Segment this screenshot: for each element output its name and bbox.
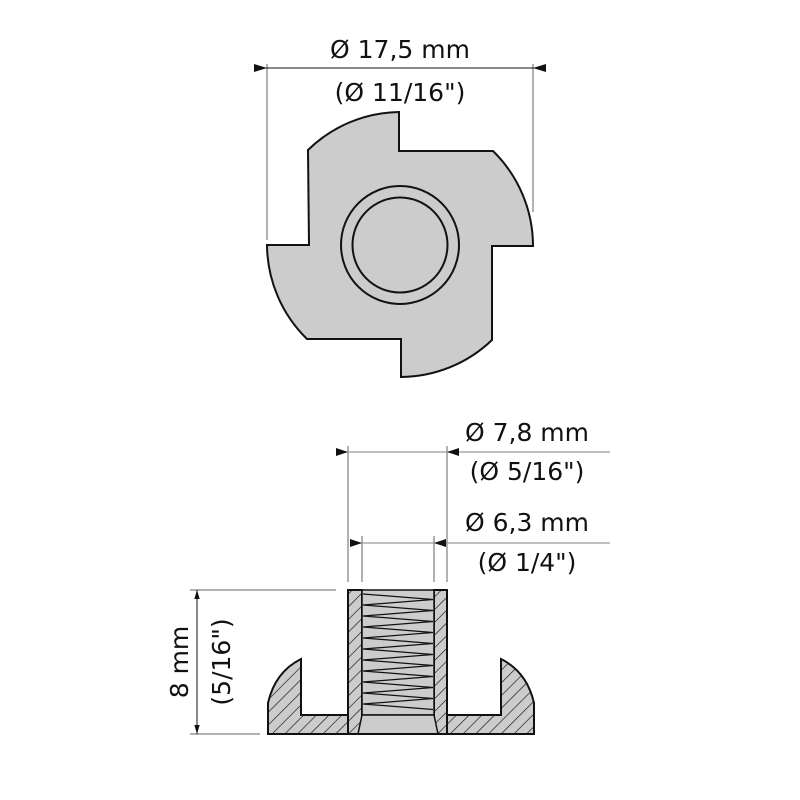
thread-lines <box>362 593 434 711</box>
arrow-icon <box>336 448 348 456</box>
flange-section <box>267 657 349 735</box>
arrow-icon <box>434 539 446 547</box>
outer-diameter-in-label: (Ø 11/16") <box>335 78 466 107</box>
bore-diameter-in-label: (Ø 1/4") <box>478 548 577 577</box>
barrel-wall-left <box>347 589 363 735</box>
bore-diameter-mm-label: Ø 6,3 mm <box>465 508 589 537</box>
bore-circle <box>351 196 449 294</box>
arrow-icon <box>254 64 267 72</box>
height-mm-label: 8 mm <box>165 626 194 699</box>
flange-section <box>446 657 535 735</box>
top-view: Ø 17,5 mm (Ø 11/16") <box>254 35 546 379</box>
barrel-wall-right <box>433 589 448 735</box>
height-in-label: (5/16") <box>207 618 236 705</box>
arrow-icon <box>533 64 546 72</box>
barrel-diameter-in-label: (Ø 5/16") <box>470 457 585 486</box>
outer-diameter-mm-label: Ø 17,5 mm <box>330 35 470 64</box>
barrel-diameter-mm-label: Ø 7,8 mm <box>465 418 589 447</box>
arrow-icon <box>447 448 459 456</box>
side-view: 8 mm (5/16") Ø 7,8 mm (Ø 5/16") Ø 6,3 mm… <box>165 418 610 735</box>
countersink <box>357 714 439 735</box>
arrow-icon <box>350 539 362 547</box>
